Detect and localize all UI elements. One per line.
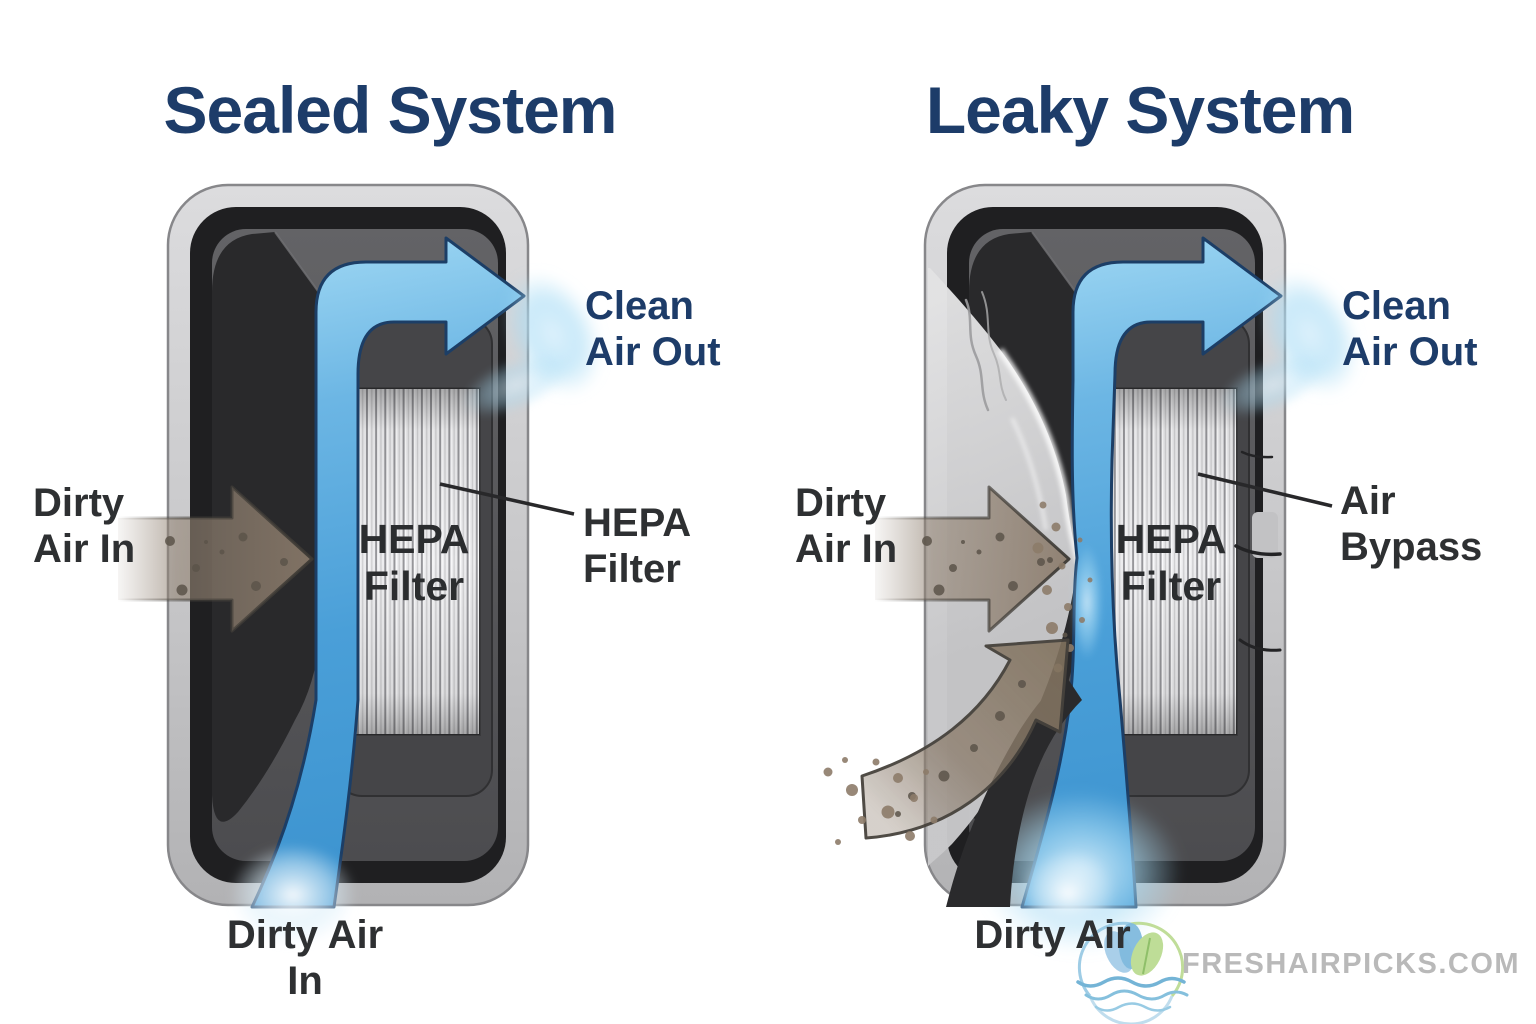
escaping-dust-spray [823, 757, 938, 845]
sealed-dirty-air-in-label: Dirty Air In [33, 480, 135, 572]
label-line: Clean [585, 284, 694, 328]
label-line: Air In [795, 527, 898, 571]
leaked-dust-particles-entry [1032, 501, 1093, 673]
leaky-filter-surface-text: HEPA Filter [1091, 516, 1251, 610]
rim-crack-lines [1234, 450, 1282, 652]
sealed-system-title: Sealed System [163, 73, 618, 147]
leaky-air-bypass-callout-label: Air Bypass [1340, 478, 1482, 570]
callout-line-hepa [439, 482, 575, 516]
label-line: Filter [363, 563, 465, 609]
label-line: Air In [33, 527, 136, 571]
label-line: Filter [583, 547, 681, 591]
label-line: HEPA [358, 516, 470, 562]
freshairpicks-logo [1076, 921, 1189, 1024]
label-line: Dirty Air [226, 913, 384, 957]
label-line: Air [1340, 479, 1396, 523]
label-line: In [287, 959, 323, 1003]
clean-air-exit-glow-tail [461, 352, 571, 418]
sealed-filter-surface-text: HEPA Filter [334, 516, 494, 610]
leaky-system-title: Leaky System [925, 73, 1355, 147]
pinch-glow [1071, 544, 1103, 660]
sealed-system-diagram [116, 183, 603, 947]
clean-air-exit-glow-tail [1218, 352, 1328, 418]
label-line: Clean [1342, 284, 1451, 328]
label-line: Air Out [1342, 330, 1478, 374]
sealed-bottom-inlet-label: Dirty Air In [180, 912, 430, 1004]
leaky-bottom-inlet-label: Dirty Air [960, 912, 1145, 958]
sealed-hepa-filter-callout-label: HEPA Filter [583, 500, 691, 592]
callout-line-bypass [1197, 472, 1333, 508]
label-line: Bypass [1340, 525, 1483, 569]
label-line: HEPA [1115, 516, 1227, 562]
label-line: Dirty Air [974, 913, 1131, 957]
leaky-system-diagram [823, 183, 1360, 954]
label-line: Air Out [585, 330, 721, 374]
bypass-air-arrow [860, 638, 1070, 840]
label-line: HEPA [583, 501, 692, 545]
inlet-air-glow-core [1020, 851, 1116, 935]
leak-streak [1010, 417, 1048, 531]
sealed-clean-air-out-label: Clean Air Out [585, 283, 721, 375]
label-line: Dirty [33, 481, 125, 525]
inlet-air-glow [229, 843, 357, 947]
leaky-clean-air-out-label: Clean Air Out [1342, 283, 1478, 375]
housing-breach-gap [946, 676, 1082, 907]
watermark-site-text: FRESHAIRPICKS.COM [1182, 948, 1521, 980]
rim-gap [1252, 512, 1278, 558]
label-line: Filter [1120, 563, 1222, 609]
leaky-dirty-air-in-label: Dirty Air In [795, 480, 897, 572]
logo-water-waves [1076, 976, 1189, 1012]
leak-crack-lines [964, 291, 1007, 412]
label-line: Dirty [795, 481, 887, 525]
